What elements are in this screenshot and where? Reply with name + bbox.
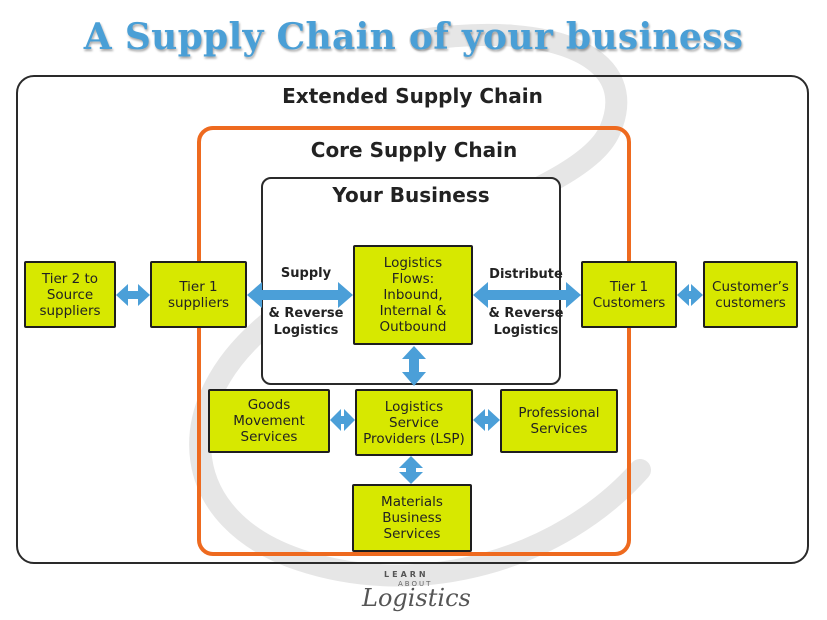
extended-supply-chain-frame [16, 75, 809, 564]
double-arrow-logistics-lsp [402, 346, 426, 386]
double-arrow-tier2-tier1 [116, 284, 150, 306]
core-supply-chain-heading: Core Supply Chain [310, 138, 518, 162]
materials-business-services-box: Materials Business Services [352, 484, 472, 552]
page-title: A Supply Chain of your business [83, 16, 744, 58]
customers-customers-box: Customer’s customers [703, 261, 798, 328]
logo-logistics: Logistics [362, 584, 471, 612]
logistics-flows-box: Logistics Flows: Inbound, Internal & Out… [353, 245, 473, 345]
double-arrow-customers [677, 284, 703, 306]
distribute-reverse-label: & Reverse Logistics [488, 306, 564, 338]
distribute-label: Distribute [489, 267, 563, 282]
double-arrow-lsp-professional [473, 409, 500, 431]
tier1-suppliers-box: Tier 1 suppliers [150, 261, 247, 328]
double-arrow-supply [247, 282, 353, 308]
logo-learn: LEARN [384, 570, 429, 579]
goods-movement-services-box: Goods Movement Services [208, 389, 330, 453]
double-arrow-lsp-materials [399, 456, 423, 484]
your-business-heading: Your Business [332, 183, 490, 207]
tier2-suppliers-box: Tier 2 to Source suppliers [24, 261, 116, 328]
tier1-customers-box: Tier 1 Customers [581, 261, 677, 328]
extended-supply-chain-heading: Extended Supply Chain [282, 84, 543, 108]
supply-label: Supply [280, 266, 332, 281]
double-arrow-goods-lsp [330, 409, 355, 431]
double-arrow-distribute [473, 282, 581, 308]
core-supply-chain-frame [197, 126, 631, 556]
logo-about: ABOUT [398, 580, 433, 588]
supply-reverse-label: & Reverse Logistics [268, 306, 344, 338]
lsp-box: Logistics Service Providers (LSP) [355, 389, 473, 456]
professional-services-box: Professional Services [500, 389, 618, 453]
